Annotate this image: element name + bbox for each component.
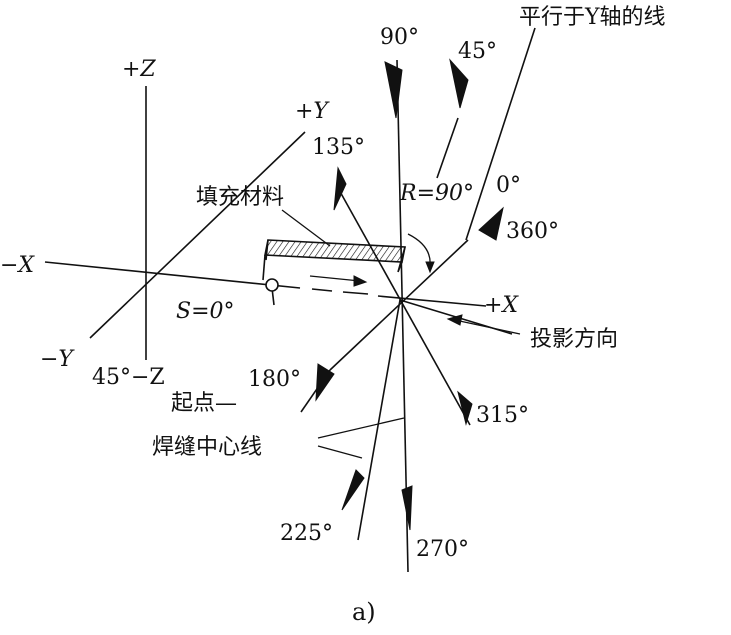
angle-225-label: 225°: [280, 521, 333, 546]
pos-y-label: +Y: [295, 99, 330, 124]
line-225: [357, 299, 401, 541]
angle-135-label: 135°: [312, 135, 365, 160]
angle-lines: [300, 27, 536, 573]
travel-direction-arrow: [309, 275, 361, 282]
y-axis-line: [89, 131, 306, 339]
weld-leader-1: [317, 417, 405, 439]
angle-315-label: 315°: [476, 403, 529, 428]
x-axis-dash-2: [342, 291, 369, 295]
pos-x-label: +X: [484, 293, 519, 318]
neg-x-label: −X: [0, 253, 35, 278]
neg-z-label: 45°−Z: [92, 365, 165, 390]
figure-caption: a): [352, 598, 376, 626]
x-axis-line-right: [377, 295, 487, 307]
flag-225: [341, 469, 365, 511]
flag-90: [384, 61, 403, 119]
line-135-315: [337, 187, 471, 426]
parallel-y-line: [465, 27, 536, 241]
radius-arc-arrow: [425, 261, 435, 274]
filler-material-bar: [262, 209, 406, 306]
line-45-flag-staff: [436, 117, 459, 179]
angle-180-label: 180°: [248, 367, 301, 392]
filler-bar-left-post: [262, 254, 266, 281]
angle-45-label: 45°: [458, 39, 497, 64]
projection-arrow: [454, 319, 521, 335]
angle-90-label: 90°: [380, 25, 419, 50]
flag-45: [449, 58, 469, 109]
weld-leader-2: [317, 445, 363, 459]
pos-z-label: +Z: [122, 57, 156, 82]
x-axis-line-left: [44, 261, 301, 289]
angle-flags: [315, 58, 504, 531]
angle-360-label: 360°: [506, 219, 559, 244]
flag-135: [333, 166, 347, 211]
radius-arc: [407, 233, 431, 267]
projection-arrowhead: [446, 314, 463, 326]
filler-bar-end: [397, 246, 406, 273]
flag-270: [401, 485, 413, 531]
neg-y-label: −Y: [40, 347, 75, 372]
filler-leader: [281, 209, 331, 247]
projection-dir-label: 投影方向: [530, 327, 618, 352]
flag-315: [457, 390, 473, 426]
line-90-270: [396, 59, 409, 573]
start-point-label: 起点—: [171, 391, 237, 416]
text-labels: 平行于Y轴的线 +Z +Y −X +X −Y 45°−Z 填充材料 R=90° …: [0, 5, 666, 626]
weld-centerline-label: 焊缝中心线: [152, 435, 262, 460]
flag-0: [478, 206, 504, 241]
travel-direction-arrowhead: [353, 275, 368, 287]
axes: [44, 86, 487, 360]
angle-0-label: 0°: [496, 173, 521, 198]
start-marker-circle: [265, 278, 279, 292]
filler-bar-left-edge: [265, 239, 269, 261]
angle-270-label: 270°: [416, 537, 469, 562]
filler-label: 填充材料: [196, 185, 284, 210]
flag-180: [315, 363, 335, 402]
radius-label: R=90°: [399, 181, 474, 206]
x-axis-dash-1: [311, 288, 333, 292]
parallel-y-label: 平行于Y轴的线: [519, 5, 666, 30]
start-angle-label: S=0°: [176, 299, 235, 324]
filler-bar-body: [264, 239, 406, 263]
